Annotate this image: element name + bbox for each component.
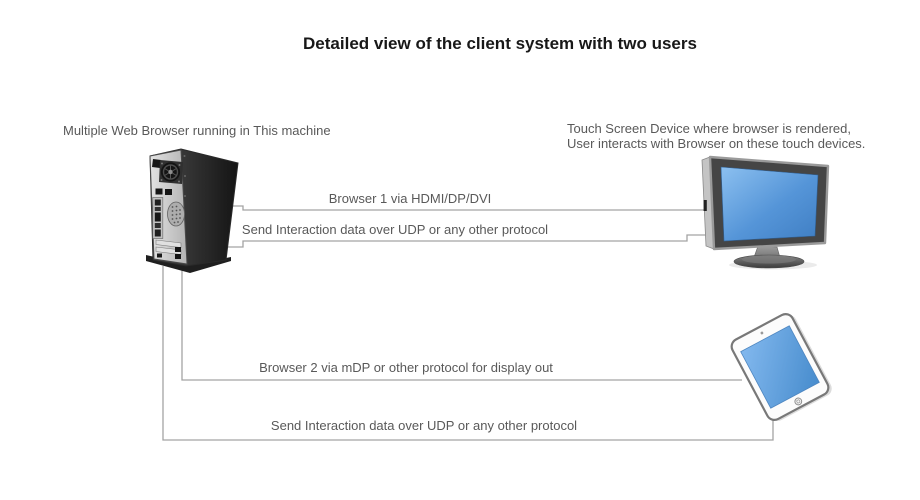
connector-browser2-line bbox=[181, 266, 742, 381]
touch-devices-label: Touch Screen Device where browser is ren… bbox=[567, 121, 865, 151]
connector-label-browser2: Browser 2 via mDP or other protocol for … bbox=[259, 360, 553, 375]
connector-label-browser1: Browser 1 via HDMI/DP/DVI bbox=[328, 191, 492, 206]
diagram-title: Detailed view of the client system with … bbox=[303, 34, 697, 53]
connector-interaction1-line bbox=[222, 234, 708, 248]
connector-label-interaction1: Send Interaction data over UDP or any ot… bbox=[241, 222, 549, 237]
tablet-graphic bbox=[730, 313, 832, 421]
tablet-screen bbox=[740, 325, 820, 409]
connector-label-interaction2: Send Interaction data over UDP or any ot… bbox=[270, 418, 578, 433]
monitor-screen bbox=[720, 166, 819, 242]
touch-label-line1: Touch Screen Device where browser is ren… bbox=[567, 121, 851, 136]
tablet-home-button-icon bbox=[794, 397, 803, 406]
machine-label: Multiple Web Browser running in This mac… bbox=[63, 123, 331, 138]
tablet-camera-icon bbox=[760, 331, 764, 335]
touch-label-line2: User interacts with Browser on these tou… bbox=[567, 136, 866, 151]
monitor-graphic bbox=[701, 155, 830, 270]
monitor-side-button-icon bbox=[703, 200, 707, 211]
connector-interaction2-line bbox=[162, 266, 774, 441]
connector-browser1-line bbox=[222, 205, 708, 211]
pc-tower-graphic bbox=[146, 148, 239, 273]
